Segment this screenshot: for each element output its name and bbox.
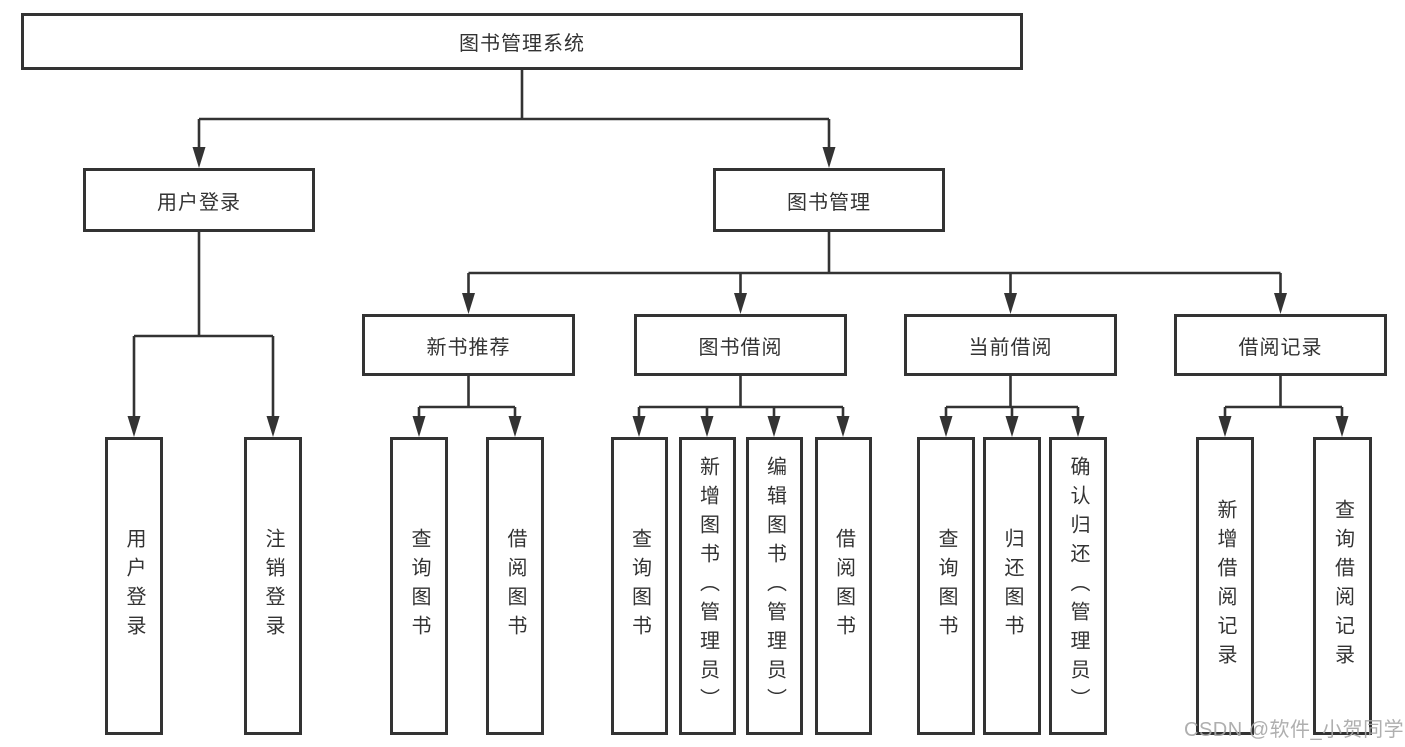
node-root: 图书管理系统 (21, 13, 1023, 70)
leaf-borrow-borrow-books: 借阅图书 (815, 437, 872, 735)
node-new-book-recommend: 新书推荐 (362, 314, 575, 376)
leaf-current-query-books: 查询图书 (917, 437, 975, 735)
node-user-login: 用户登录 (83, 168, 315, 232)
node-current-borrow: 当前借阅 (904, 314, 1117, 376)
watermark: CSDN @软件_小贺同学 (1184, 719, 1405, 741)
leaf-current-confirm-return-admin: 确认归还（管理员） (1049, 437, 1107, 735)
leaf-borrow-query-books: 查询图书 (611, 437, 668, 735)
node-book-management: 图书管理 (713, 168, 945, 232)
leaf-current-return-books: 归还图书 (983, 437, 1041, 735)
node-book-borrow: 图书借阅 (634, 314, 847, 376)
leaf-user-login: 用户登录 (105, 437, 163, 735)
node-borrow-records: 借阅记录 (1174, 314, 1387, 376)
leaf-borrow-add-books-admin: 新增图书（管理员） (679, 437, 736, 735)
leaf-borrow-edit-books-admin: 编辑图书（管理员） (746, 437, 803, 735)
leaf-records-add-record: 新增借阅记录 (1196, 437, 1254, 735)
leaf-logout-login: 注销登录 (244, 437, 302, 735)
leaf-records-query-record: 查询借阅记录 (1313, 437, 1372, 735)
leaf-recommend-borrow-books: 借阅图书 (486, 437, 544, 735)
leaf-recommend-query-books: 查询图书 (390, 437, 448, 735)
